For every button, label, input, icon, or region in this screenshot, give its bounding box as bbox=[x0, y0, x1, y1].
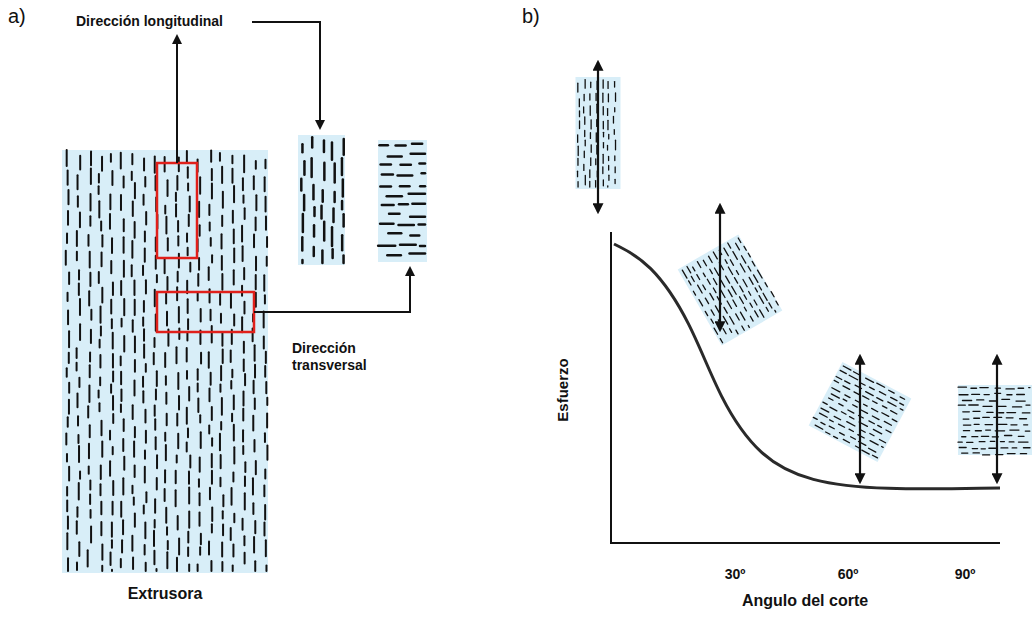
panel-label: b) bbox=[522, 4, 540, 28]
axis-label: Angulo del corte bbox=[742, 591, 868, 610]
direction-label: Dirección transversal bbox=[292, 340, 392, 374]
transverse-cut bbox=[157, 292, 254, 332]
leader-line bbox=[176, 36, 178, 163]
longitudinal-specimen bbox=[298, 135, 345, 265]
panel-label: a) bbox=[8, 4, 26, 28]
leader-line bbox=[252, 22, 320, 128]
part-label: Extrusora bbox=[128, 584, 203, 603]
stress-curve bbox=[614, 244, 1000, 489]
specimen-30deg bbox=[678, 234, 783, 345]
chart-axes bbox=[611, 232, 1000, 543]
tick-label: 90º bbox=[955, 566, 976, 583]
axis-label: Esfuerzo bbox=[554, 358, 572, 421]
tick-label: 60º bbox=[838, 566, 859, 583]
direction-label: Dirección longitudinal bbox=[76, 13, 223, 30]
transverse-specimen bbox=[378, 140, 427, 262]
tick-label: 30º bbox=[725, 566, 746, 583]
load-arrow bbox=[996, 356, 998, 482]
extruded-sheet bbox=[62, 150, 268, 573]
load-arrow bbox=[719, 205, 721, 330]
load-arrow bbox=[597, 62, 599, 212]
longitudinal-cut bbox=[157, 163, 197, 258]
load-arrow bbox=[859, 356, 861, 482]
specimen-90deg bbox=[958, 385, 1032, 455]
leader-line bbox=[254, 268, 410, 312]
